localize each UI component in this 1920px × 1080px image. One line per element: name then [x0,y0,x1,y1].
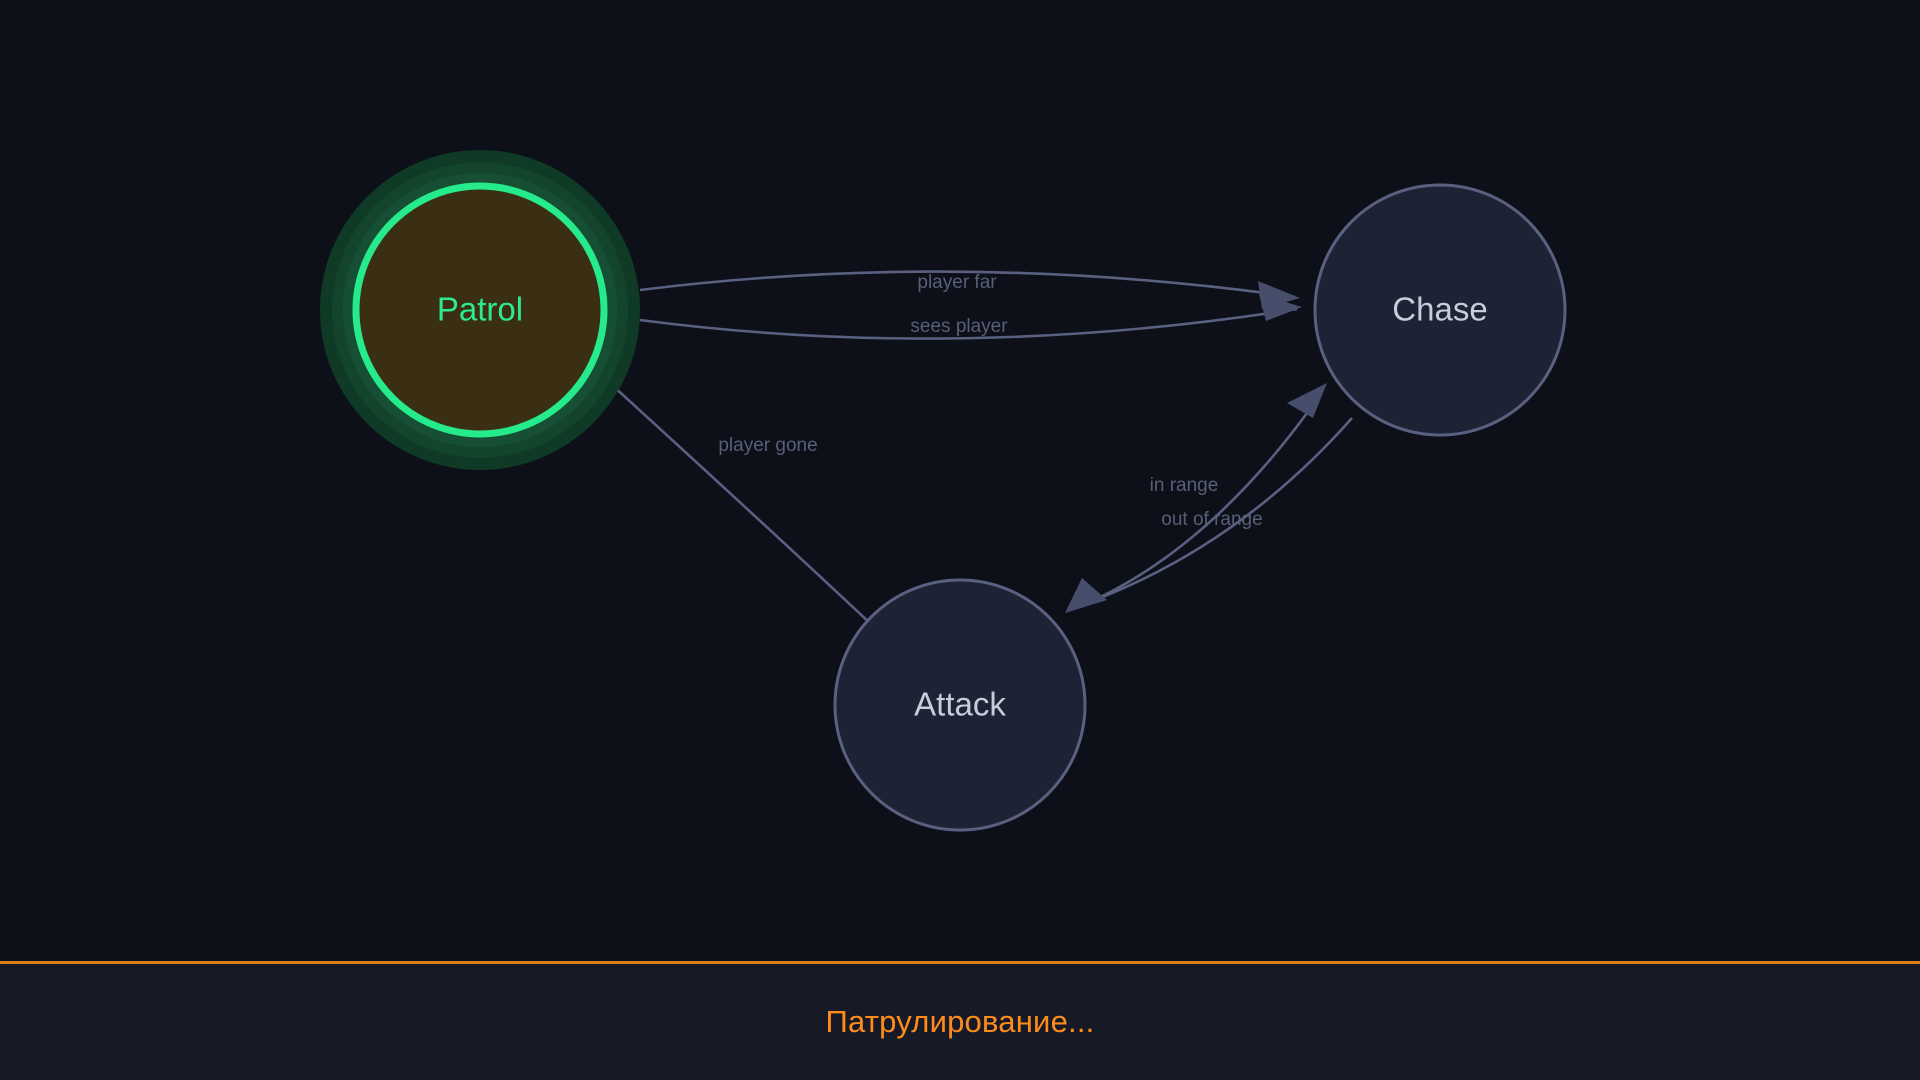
edge-label-out-of-range: out of range [1161,509,1262,530]
edge-player-far-path [639,270,1296,299]
edge-in-range-arrowhead [1287,383,1327,418]
edge-out-of-range-arrowhead [1065,578,1107,613]
edge-sees-player[interactable]: sees player [639,294,1302,340]
edge-sees-player-path [639,307,1298,340]
node-attack[interactable]: Attack [833,578,1087,832]
graph-canvas[interactable]: player far sees player player gone in ra… [0,0,1920,961]
patrol-circle[interactable] [352,182,608,438]
edge-label-sees-player: sees player [910,316,1008,337]
edge-in-range-path [1089,394,1322,604]
node-chase[interactable]: Chase [1313,183,1567,437]
status-bar: Патрулирование... [0,961,1920,1080]
chase-circle[interactable] [1313,183,1567,437]
node-patrol[interactable]: Patrol [320,150,640,470]
edge-out-of-range[interactable]: out of range [1065,417,1353,613]
node-label-attack: Attack [914,686,1006,723]
attack-circle[interactable] [833,578,1087,832]
edge-player-gone[interactable]: player gone [611,384,873,626]
node-label-chase: Chase [1392,291,1487,328]
edge-player-gone-path [611,384,873,626]
edge-label-player-far: player far [917,272,997,293]
node-label-patrol: Patrol [437,291,523,328]
edge-label-in-range: in range [1150,475,1219,496]
status-message: Патрулирование... [825,1004,1095,1039]
edge-in-range[interactable]: in range [1089,383,1327,604]
edge-label-player-gone: player gone [718,435,817,456]
edge-sees-player-arrowhead [1259,294,1302,321]
edge-out-of-range-path [1089,417,1353,604]
edge-player-far[interactable]: player far [639,270,1300,309]
graph-svg: player far sees player player gone in ra… [320,150,1567,832]
